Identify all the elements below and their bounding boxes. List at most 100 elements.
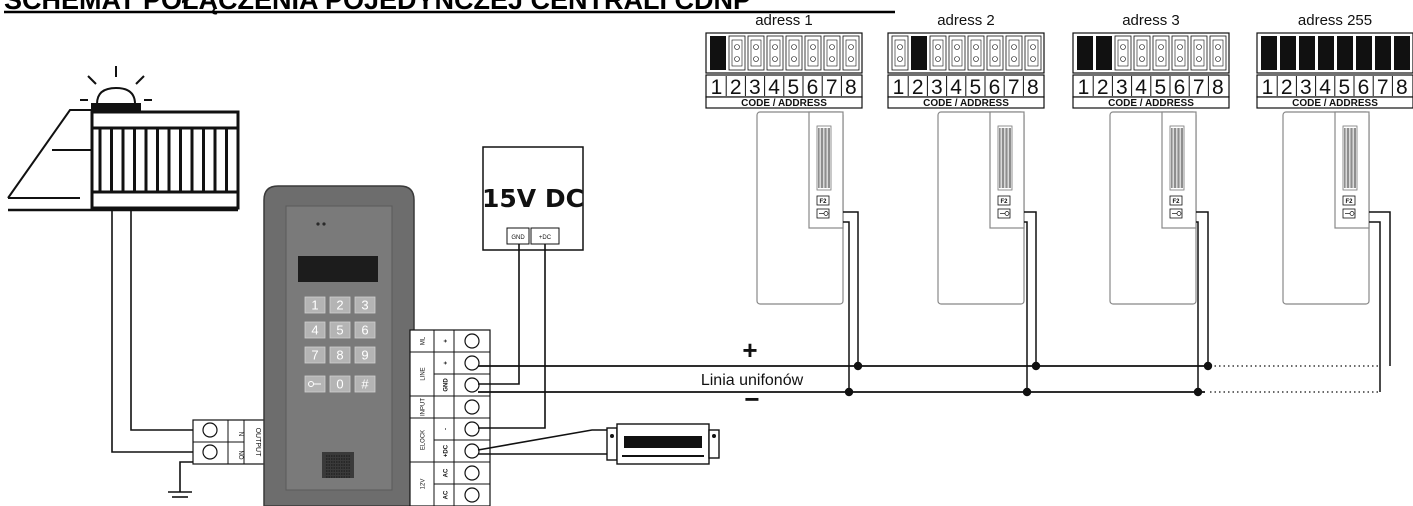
dip-number: 1 — [711, 76, 723, 99]
dip-number: 6 — [1174, 76, 1186, 99]
keypad-key-label: 5 — [336, 323, 343, 338]
bus-label: Linia unifonów — [701, 372, 804, 389]
handset-address-label: adress 3 — [1122, 12, 1180, 29]
handset-button-door[interactable] — [816, 208, 830, 219]
dip-switch-on[interactable] — [1337, 36, 1353, 70]
ground-symbol — [168, 461, 193, 498]
keypad-key-label: 1 — [311, 298, 318, 313]
psu-dc: +DC — [539, 235, 552, 241]
code-address-label: CODE / ADDRESS — [923, 98, 1009, 109]
terminal-screw — [464, 465, 480, 481]
output-pin-no: NO — [237, 451, 243, 460]
dip-switch-on[interactable] — [911, 36, 927, 70]
dip-number: 6 — [807, 76, 819, 99]
gate-wires — [111, 210, 193, 453]
handset-button-f2[interactable]: F2 — [816, 195, 830, 206]
door-panel — [263, 185, 415, 506]
keypad-key-label: 3 — [361, 298, 368, 313]
speaker-lines — [326, 455, 350, 478]
dip-number: 4 — [1135, 76, 1147, 99]
f2-label: F2 — [819, 199, 827, 205]
dip-switch-on[interactable] — [1356, 36, 1372, 70]
keypad-key[interactable]: 2 — [329, 296, 351, 314]
dip-number: 4 — [1319, 76, 1331, 99]
keypad-key[interactable]: 3 — [354, 296, 376, 314]
dip-number: 1 — [1078, 76, 1090, 99]
handset-address-label: adress 255 — [1298, 12, 1372, 29]
keypad-key[interactable]: 9 — [354, 346, 376, 364]
handset-wire-plus — [1196, 211, 1209, 366]
handset-address-label: adress 2 — [937, 12, 995, 29]
bus-continuation — [1210, 365, 1380, 393]
dip-number: 5 — [969, 76, 981, 99]
code-address-label: CODE / ADDRESS — [1292, 98, 1378, 109]
keypad-key-label: 8 — [336, 348, 343, 363]
keypad-key[interactable]: 6 — [354, 321, 376, 339]
handset-body: F2 — [1282, 111, 1370, 305]
f2-label: F2 — [1000, 199, 1008, 205]
gate-bars — [98, 128, 228, 192]
dip-switch-on[interactable] — [710, 36, 726, 70]
key-icon — [819, 211, 829, 216]
dip-switch-on[interactable] — [1375, 36, 1391, 70]
terminal-screw — [464, 355, 480, 371]
keypad-key[interactable]: 7 — [304, 346, 326, 364]
f2-label: F2 — [1172, 199, 1180, 205]
psu-gnd: GND — [511, 235, 525, 241]
keypad-key[interactable]: # — [354, 375, 376, 393]
handset-button-door[interactable] — [1169, 208, 1183, 219]
output-pin-n: N — [237, 432, 243, 436]
terminal-screw — [464, 421, 480, 437]
dip-number: 2 — [912, 76, 924, 99]
keypad-key[interactable]: 1 — [304, 296, 326, 314]
camera-dot — [316, 222, 320, 226]
keypad-key-label: 7 — [311, 348, 318, 363]
junction-dot — [844, 387, 854, 397]
dip-number: 8 — [845, 76, 857, 99]
dip-number: 5 — [787, 76, 799, 99]
handset-bus — [478, 365, 1205, 393]
power-supply: 15V DC GND +DC — [482, 146, 584, 251]
handset-button-f2[interactable]: F2 — [1169, 195, 1183, 206]
keypad-key-label: 2 — [336, 298, 343, 313]
dip-switch-on[interactable] — [1394, 36, 1410, 70]
f2-label: F2 — [1345, 199, 1353, 205]
handset-button-door[interactable] — [1342, 208, 1356, 219]
dip-number: 2 — [1097, 76, 1109, 99]
dip-switch-on[interactable] — [1318, 36, 1334, 70]
dip-switch-on[interactable] — [1077, 36, 1093, 70]
dip-number: 2 — [730, 76, 742, 99]
keypad-key[interactable]: 8 — [329, 346, 351, 364]
keypad-key[interactable] — [304, 375, 326, 393]
keypad-key[interactable]: 0 — [329, 375, 351, 393]
keypad-key-label: 4 — [311, 323, 318, 338]
handset-wire-minus — [1024, 221, 1028, 392]
handset-button-f2[interactable]: F2 — [1342, 195, 1356, 206]
keypad-key[interactable]: 4 — [304, 321, 326, 339]
dip-number: 3 — [1116, 76, 1128, 99]
dip-number: 4 — [768, 76, 780, 99]
handset-button-door[interactable] — [997, 208, 1011, 219]
handset-button-f2[interactable]: F2 — [997, 195, 1011, 206]
handset-wire-minus — [1369, 221, 1381, 392]
output-block: N NO OUTPUT — [192, 419, 274, 465]
dip-switch-on[interactable] — [1299, 36, 1315, 70]
junction-dot — [1022, 387, 1032, 397]
dip-number: 6 — [989, 76, 1001, 99]
dip-number: 7 — [1193, 76, 1205, 99]
terminal-group-label: ML — [421, 336, 427, 345]
dip-number: 5 — [1338, 76, 1350, 99]
keypad-key[interactable]: 5 — [329, 321, 351, 339]
key-icon — [1345, 211, 1355, 216]
dip-switch-on[interactable] — [1096, 36, 1112, 70]
dip-switch-on[interactable] — [1280, 36, 1296, 70]
dip-switch-on[interactable] — [1261, 36, 1277, 70]
